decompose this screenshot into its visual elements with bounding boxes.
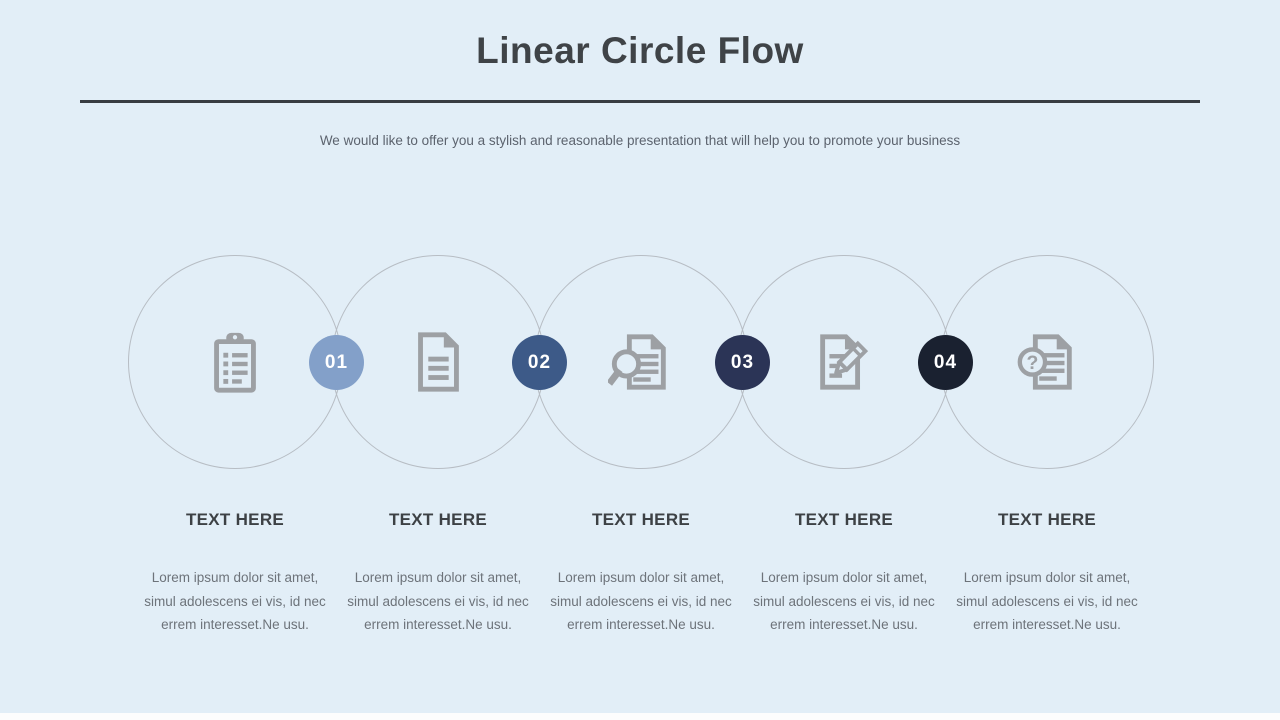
step-number-badge: 03 [715, 335, 770, 390]
step-number-badge: 02 [512, 335, 567, 390]
step-heading: TEXT HERE [185, 510, 285, 529]
step-number-badge: 01 [309, 335, 364, 390]
step-body-text: Lorem ipsum dolor sit amet,simul adolesc… [753, 570, 935, 632]
slide-subtitle: We would like to offer you a stylish and… [319, 133, 961, 148]
document-search-icon [608, 329, 674, 395]
step-body-text: Lorem ipsum dolor sit amet,simul adolesc… [956, 570, 1138, 632]
step-heading: TEXT HERE [794, 510, 894, 529]
document-question-icon: ? [1014, 329, 1080, 395]
step-body-text: Lorem ipsum dolor sit amet,simul adolesc… [550, 570, 732, 632]
clipboard-list-icon [202, 329, 268, 395]
step-body-text: Lorem ipsum dolor sit amet,simul adolesc… [347, 570, 529, 632]
step-heading: TEXT HERE [591, 510, 691, 529]
title-divider [80, 100, 1200, 103]
step-body-text: Lorem ipsum dolor sit amet,simul adolesc… [144, 570, 326, 632]
svg-text:?: ? [1027, 352, 1039, 374]
bottom-strip [0, 713, 1280, 720]
step-number-badge: 04 [918, 335, 973, 390]
step-heading: TEXT HERE [997, 510, 1097, 529]
slide-title: Linear Circle Flow [476, 30, 804, 71]
document-edit-icon [811, 329, 877, 395]
step-heading: TEXT HERE [388, 510, 488, 529]
document-icon [405, 329, 471, 395]
